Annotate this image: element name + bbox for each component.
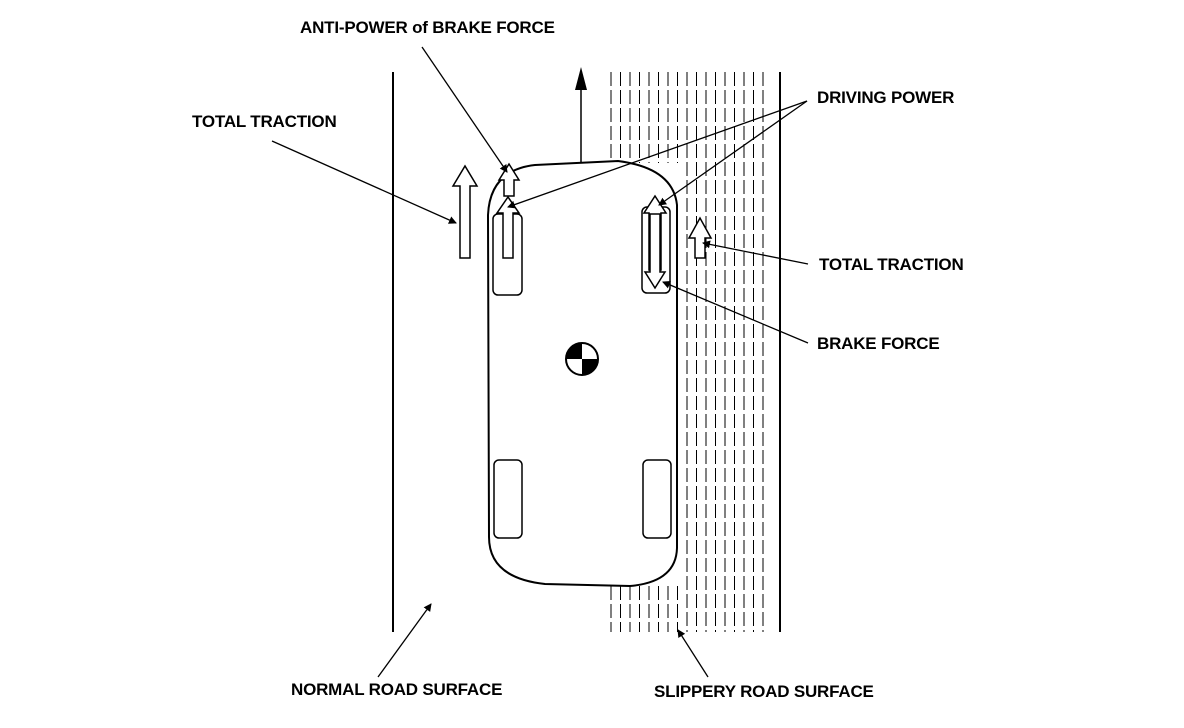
leader-driving-power-right	[658, 100, 808, 206]
leader-slippery-road-surface	[677, 629, 709, 678]
rear-left-wheel	[493, 459, 523, 539]
leader-normal-road-surface	[377, 603, 432, 678]
total-traction-left-arrow	[451, 164, 479, 259]
brake-force-label: BRAKE FORCE	[817, 334, 940, 353]
driving-power-label: DRIVING POWER	[817, 88, 955, 107]
brake-force-arrow	[643, 213, 667, 290]
anti-power-of-brake-force-label: ANTI-POWER of BRAKE FORCE	[300, 18, 555, 37]
center-of-gravity-icon	[565, 342, 599, 376]
rear-right-wheel	[642, 459, 672, 539]
total-traction-right-label: TOTAL TRACTION	[819, 255, 964, 274]
slippery-road-surface-label: SLIPPERY ROAD SURFACE	[654, 682, 874, 701]
leader-total-traction-right	[702, 240, 809, 265]
leader-anti-power	[421, 46, 508, 173]
leader-brake-force	[662, 281, 809, 344]
total-traction-right-arrow	[687, 216, 713, 259]
normal-road-surface-label: NORMAL ROAD SURFACE	[291, 680, 503, 699]
leader-total-traction-left	[271, 140, 457, 224]
heading-arrowhead	[575, 67, 587, 90]
total-traction-left-label: TOTAL TRACTION	[192, 112, 337, 131]
leader-driving-power-left	[507, 100, 808, 209]
